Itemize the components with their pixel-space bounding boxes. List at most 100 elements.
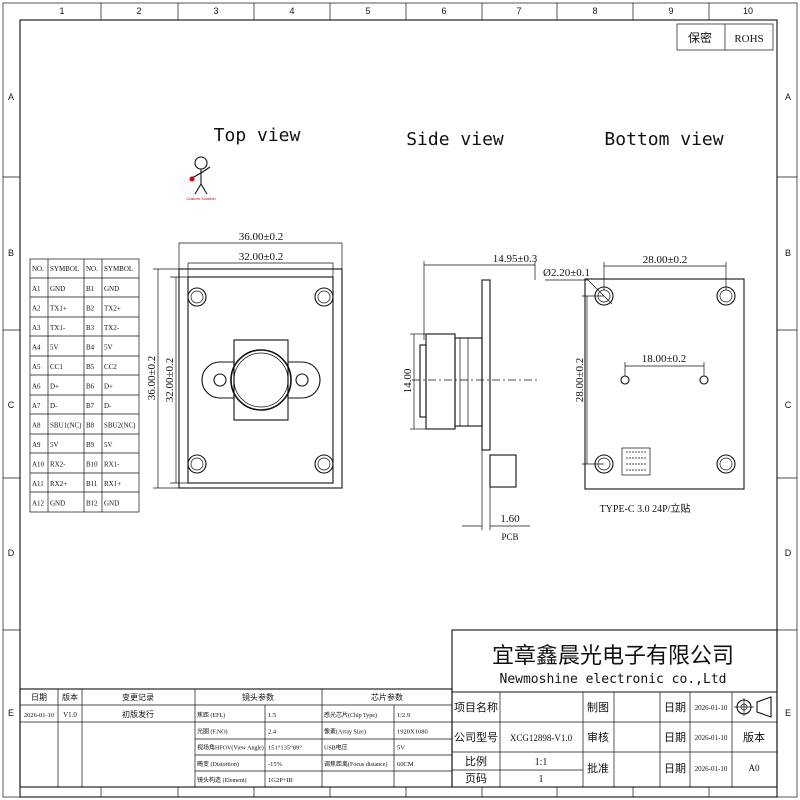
chip-param-value: 60CM xyxy=(397,761,414,768)
row-label-c: C xyxy=(8,400,15,410)
pin-cell: A6 xyxy=(32,383,41,391)
model-label: 公司型号 xyxy=(454,730,498,744)
lens-param-name: 视场角HFOV(View Angle) xyxy=(197,744,264,752)
pin-cell: A7 xyxy=(32,402,41,410)
projection-symbol-icon xyxy=(734,696,772,718)
pin-cell: A2 xyxy=(32,305,41,313)
pin-cell: 5V xyxy=(50,441,59,449)
pin-header-no-b: NO. xyxy=(86,265,98,273)
pin-cell: A3 xyxy=(32,324,41,332)
pin-cell: B9 xyxy=(86,441,95,449)
lens-param-value: 151°135°89° xyxy=(268,745,302,752)
pin-cell: A1 xyxy=(32,285,41,293)
pcb-label: PCB xyxy=(501,532,518,542)
approve-label: 批准 xyxy=(587,761,609,775)
col-label-5: 5 xyxy=(365,6,370,16)
row-label-c-right: C xyxy=(785,400,792,410)
project-name-label: 项目名称 xyxy=(454,700,498,714)
lens-param-name: 光圈 (F.NO) xyxy=(197,727,228,735)
changelog-version: V1.0 xyxy=(63,711,77,719)
lens-param-value: 1.5 xyxy=(268,712,276,719)
pin-cell: A12 xyxy=(32,500,45,508)
pin-cell: A8 xyxy=(32,422,41,430)
dim-bottom-vert-pitch: 28.00±0.2 xyxy=(574,358,586,403)
pin-cell: RX2+ xyxy=(50,480,67,488)
pin-cell: A10 xyxy=(32,461,45,469)
pin-cell: 5V xyxy=(104,441,113,449)
dim-bottom-hole-dia: Ø2.20±0.1 xyxy=(543,267,590,279)
dim-top-height-outer: 36.00±0.2 xyxy=(146,356,158,401)
logo-text: Custom Solution xyxy=(186,196,215,201)
pin-cell: B4 xyxy=(86,344,95,352)
chip-param-rows: 感光芯片(Chip Type)1/2.9像素(Array Size)1920X1… xyxy=(324,711,428,768)
changelog-date-header: 日期 xyxy=(31,693,47,702)
model-value: XCG12898-V1.0 xyxy=(510,733,573,743)
col-label-8: 8 xyxy=(592,6,597,16)
secret-label: 保密 xyxy=(688,30,712,45)
col-label-6: 6 xyxy=(441,6,446,16)
pin-cell: SBU2(NC) xyxy=(104,422,136,430)
pin-cell: B6 xyxy=(86,383,95,391)
dim-top-height-inner: 32.00±0.2 xyxy=(164,358,176,403)
row-label-d: D xyxy=(8,548,15,558)
lens-params-header: 镜头参数 xyxy=(242,692,274,702)
pin-cell: A11 xyxy=(32,480,44,488)
inner-border xyxy=(19,19,778,798)
lens-param-name: 镜头构造 (Element) xyxy=(197,776,247,784)
pin-cell: D+ xyxy=(104,383,113,391)
chip-param-value: 1/2.9 xyxy=(397,712,410,719)
pin-cell: B7 xyxy=(86,402,95,410)
col-label-9: 9 xyxy=(668,6,673,16)
top-view: 36.00±0.2 32.00±0.2 36.00±0.2 32.00±0.2 xyxy=(146,231,343,489)
pin-cell: CC2 xyxy=(104,363,117,371)
date-label-3: 日期 xyxy=(664,762,686,775)
dim-bottom-hole-pitch: 28.00±0.2 xyxy=(643,254,688,266)
changelog-date: 2026-01-10 xyxy=(24,712,54,719)
col-label-1: 1 xyxy=(59,6,64,16)
pin-cell: A4 xyxy=(32,344,41,352)
lens-param-value: 1G2P+IR xyxy=(268,777,294,784)
date-label-1: 日期 xyxy=(664,701,686,714)
row-label-a: A xyxy=(8,92,14,102)
pin-cell: CC1 xyxy=(50,363,63,371)
page-label: 页码 xyxy=(465,772,487,785)
pin-header-no-a: NO. xyxy=(32,265,44,273)
pin-cell: TX1- xyxy=(50,324,66,332)
pin-cell: A9 xyxy=(32,441,41,449)
pin-cell: B11 xyxy=(86,480,98,488)
pin-cell: 5V xyxy=(50,344,59,352)
pin-cell: TX1+ xyxy=(50,305,67,313)
dim-bottom-inner-pitch: 18.00±0.2 xyxy=(642,353,687,365)
scale-value: 1:1 xyxy=(535,757,548,768)
chip-param-name: USB电压 xyxy=(324,744,348,752)
connector-pins xyxy=(626,451,646,471)
lens-param-value: 2.4 xyxy=(268,728,277,735)
dim-top-width-inner: 32.00±0.2 xyxy=(239,251,284,263)
dim-top-width-outer: 36.00±0.2 xyxy=(239,231,284,243)
chip-params-table: 芯片参数 感光芯片(Chip Type)1/2.9像素(Array Size)1… xyxy=(324,692,428,787)
lens-params-table: 镜头参数 焦距 (EFL)1.5光圈 (F.NO)2.4视场角HFOV(View… xyxy=(195,689,452,787)
row-labels: A B C D E A B C D E xyxy=(8,92,792,718)
changelog-record-header: 变更记录 xyxy=(122,692,154,702)
corner-box: 保密 ROHS xyxy=(676,23,774,51)
connector-note: TYPE-C 3.0 24P/立贴 xyxy=(600,502,691,515)
row-label-b-right: B xyxy=(785,248,791,258)
pin-cell: B8 xyxy=(86,422,95,430)
side-view-title: Side view xyxy=(406,129,504,150)
col-label-3: 3 xyxy=(213,6,218,16)
row-label-e-right: E xyxy=(785,708,791,718)
date-value-3: 2026-01-10 xyxy=(695,765,728,773)
change-log-table: 日期 版本 变更记录 2026-01-10 V1.0 初版发行 xyxy=(19,688,453,788)
dim-side-depth: 14.95±0.3 xyxy=(493,253,538,265)
dim-side-lens-dia: 14.00 xyxy=(402,368,414,393)
bottom-view-title: Bottom view xyxy=(604,129,723,150)
lens-param-value: -15% xyxy=(268,761,283,768)
lens-param-name: 畸变 (Distortion) xyxy=(197,760,239,768)
row-ticks xyxy=(3,176,797,631)
date-value-1: 2026-01-10 xyxy=(695,704,728,712)
row-label-a-right: A xyxy=(785,92,791,102)
pin-cell: B3 xyxy=(86,324,95,332)
